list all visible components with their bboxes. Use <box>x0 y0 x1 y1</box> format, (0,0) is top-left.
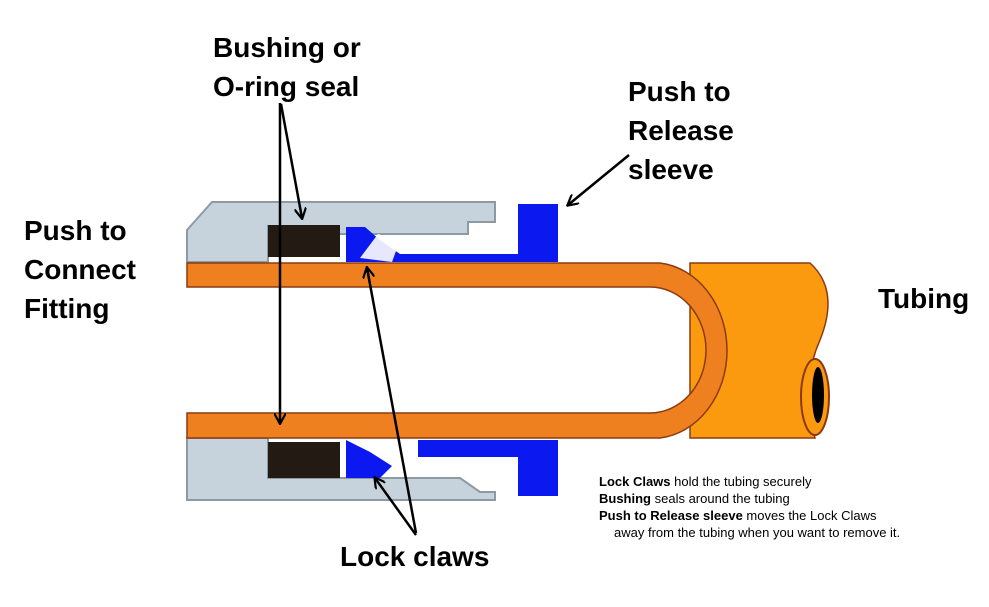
label-line: Bushing or <box>213 32 361 63</box>
label-bushing-seal: Bushing or O-ring seal <box>213 28 361 106</box>
legend: Lock Claws hold the tubing securely Bush… <box>599 473 900 541</box>
legend-text: moves the Lock Claws <box>742 508 877 523</box>
bushing-seal-bottom <box>268 442 340 478</box>
arrow-release-sleeve <box>568 154 630 205</box>
label-line: Push to <box>24 215 127 246</box>
label-release-sleeve: Push to Release sleeve <box>628 72 734 189</box>
legend-text: hold the tubing securely <box>670 474 812 489</box>
arrow-claws-bottom <box>375 478 418 536</box>
legend-term: Bushing <box>599 491 651 506</box>
label-line: Fitting <box>24 293 110 324</box>
tubing-hole-dark <box>812 367 824 423</box>
legend-row: away from the tubing when you want to re… <box>599 524 900 541</box>
lock-claw-top <box>360 234 400 262</box>
legend-row: Push to Release sleeve moves the Lock Cl… <box>599 507 900 524</box>
legend-text: seals around the tubing <box>651 491 790 506</box>
legend-row: Bushing seals around the tubing <box>599 490 900 507</box>
label-tubing: Tubing <box>878 283 970 314</box>
arrow-bushing-to-top-seal <box>279 103 302 218</box>
label-line: O-ring seal <box>213 71 360 102</box>
legend-term: Lock Claws <box>599 474 671 489</box>
lock-claw-bottom <box>380 442 415 466</box>
label-line: Push to <box>628 76 731 107</box>
label-line: sleeve <box>628 154 714 185</box>
legend-text: away from the tubing when you want to re… <box>614 525 901 540</box>
arrow-claws-top <box>367 268 418 534</box>
label-push-to-connect-fitting: Push to Connect Fitting <box>24 211 136 328</box>
legend-row: Lock Claws hold the tubing securely <box>599 473 900 490</box>
release-sleeve-bottom <box>346 440 558 496</box>
tubing-wall <box>186 262 728 439</box>
label-line: Connect <box>24 254 136 285</box>
fitting-body-top <box>186 201 496 263</box>
legend-term: Push to Release sleeve <box>599 508 743 523</box>
label-lock-claws: Lock claws <box>340 541 490 572</box>
label-line: Release <box>628 115 734 146</box>
